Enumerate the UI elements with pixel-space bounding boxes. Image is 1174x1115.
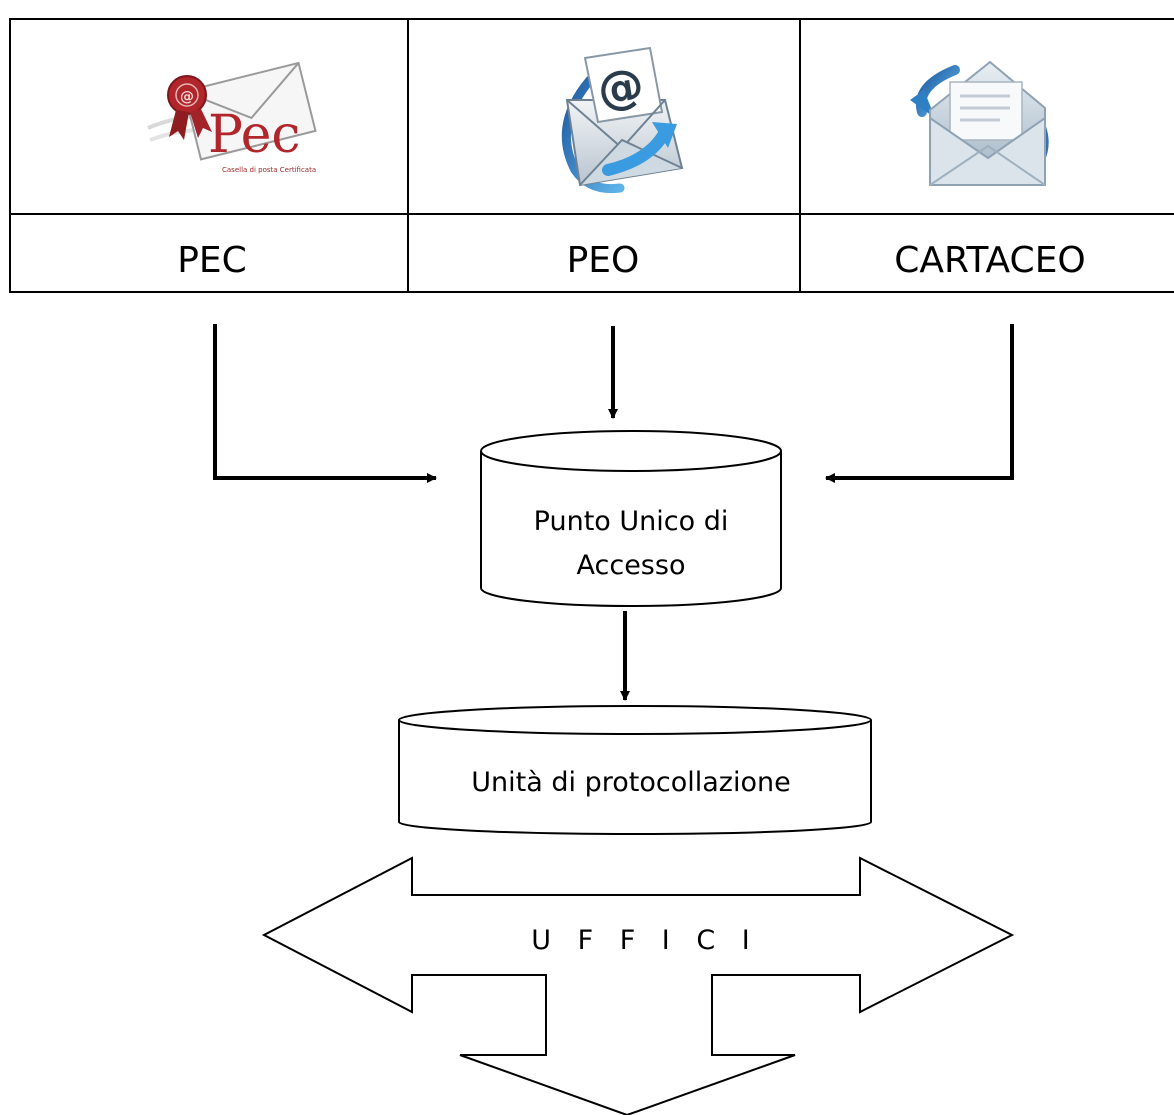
channel-label-pec: PEC bbox=[177, 240, 247, 281]
access-point-cylinder: Punto Unico di Accesso bbox=[480, 430, 782, 607]
paper-mail-envelope-icon bbox=[910, 60, 1049, 186]
offices-label: U F F I C I bbox=[531, 925, 759, 956]
connector-pec bbox=[213, 324, 437, 483]
pec-tagline: Casella di posta Certificata bbox=[222, 166, 316, 174]
access-point-label-line1: Punto Unico di bbox=[534, 506, 729, 537]
email-at-envelope-icon: @ bbox=[561, 46, 684, 194]
channels-table bbox=[9, 18, 1174, 293]
pec-wordmark: Pec bbox=[208, 105, 301, 165]
connector-cartaceo bbox=[825, 324, 1014, 483]
protocol-unit-cylinder: Unità di protocollazione bbox=[398, 705, 872, 835]
access-point-label-line2: Accesso bbox=[577, 550, 686, 581]
pec-certified-mail-icon: @ Pec Casella di posta Certificata bbox=[147, 61, 317, 174]
offices-distribution-arrow: U F F I C I bbox=[261, 856, 1015, 1115]
protocol-unit-label: Unità di protocollazione bbox=[471, 767, 790, 798]
channel-label-cartaceo: CARTACEO bbox=[894, 240, 1086, 281]
svg-text:@: @ bbox=[180, 89, 194, 105]
at-symbol-icon: @ bbox=[594, 57, 648, 118]
channel-label-peo: PEO bbox=[567, 240, 640, 281]
